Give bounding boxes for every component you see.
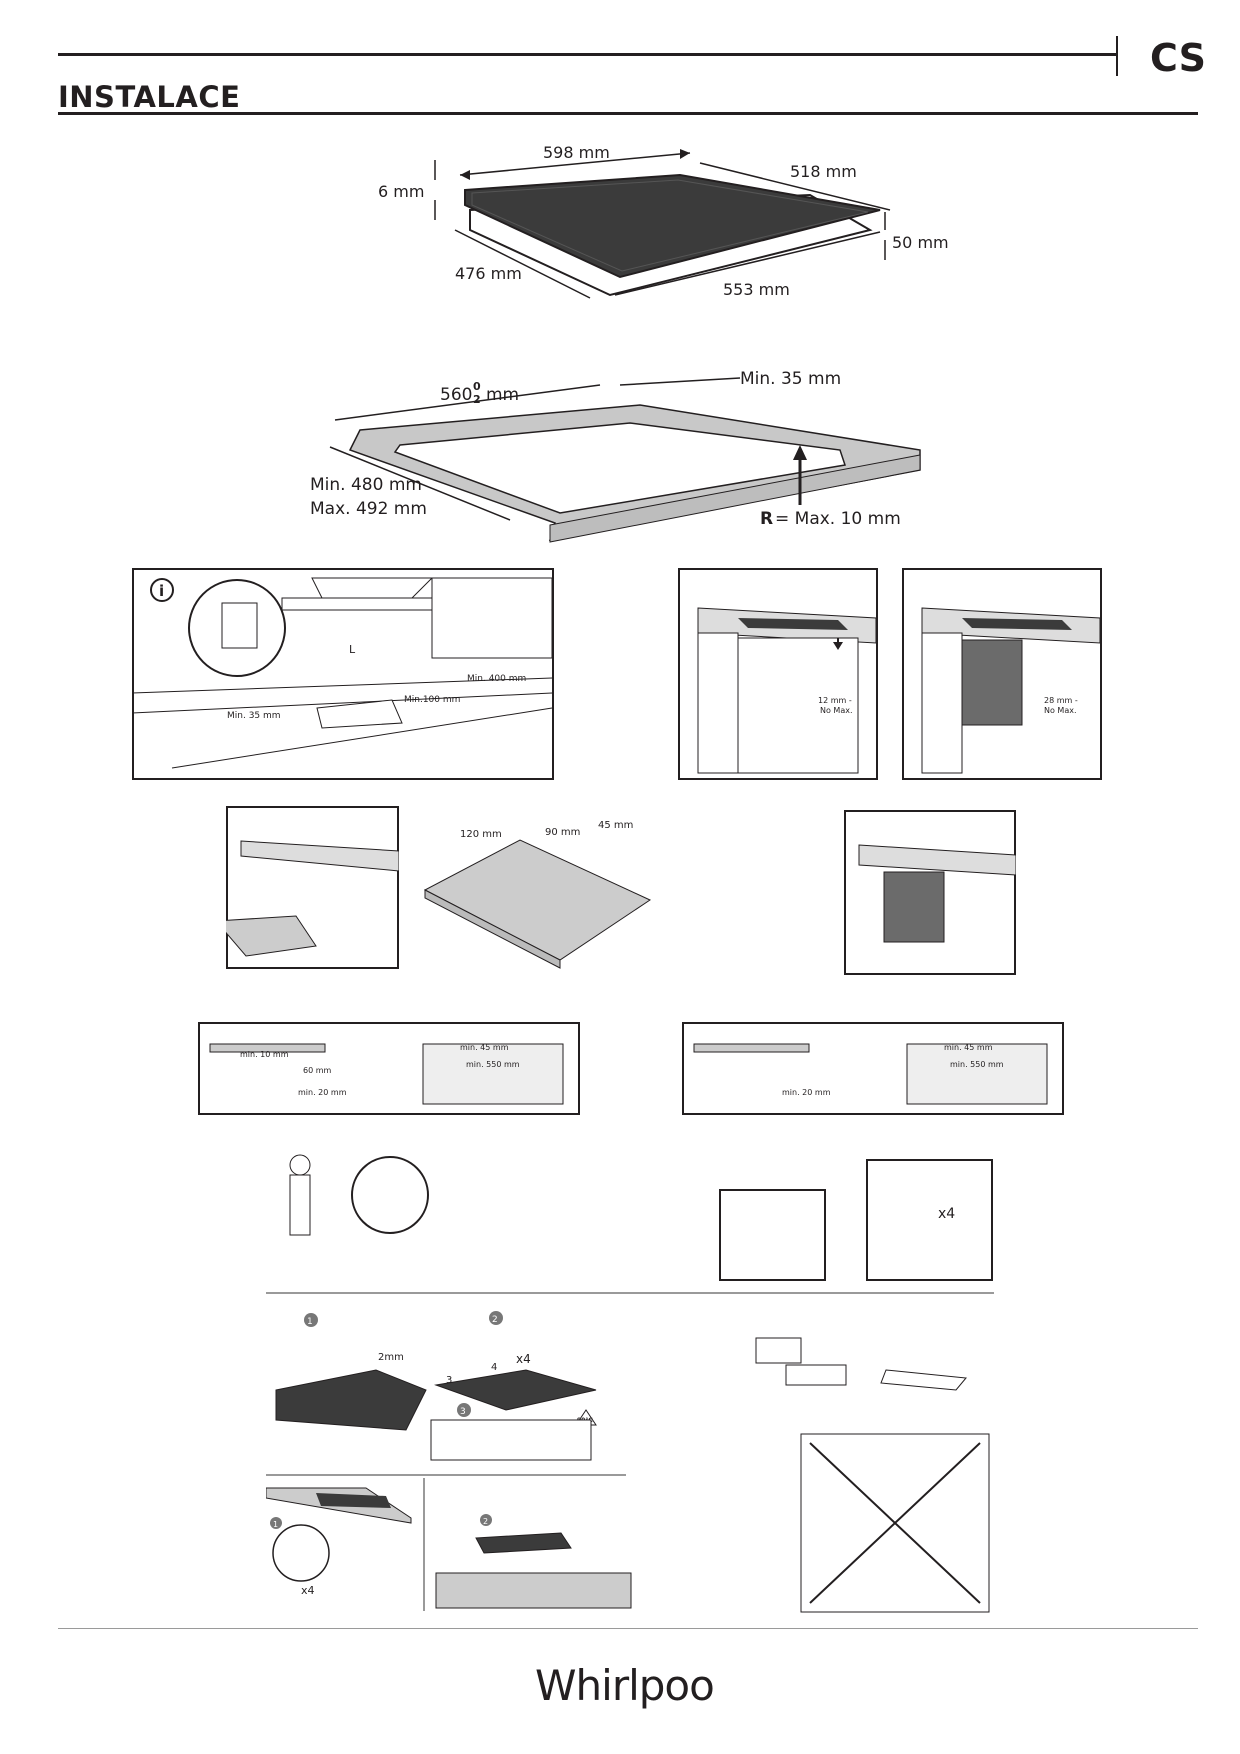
cutout-radius-letter: R [760, 509, 773, 529]
oven-gap-line1: 28 mm - [1044, 696, 1078, 705]
cutout-diagram: 560 0 2 mm Min. 35 mm Min. 480 mm Max. 4… [310, 369, 921, 543]
cut-90: 90 mm [545, 827, 580, 838]
oven-gap-line2: No Max. [1044, 706, 1077, 715]
cutout-tol-bottom: 2 [473, 393, 481, 406]
dim-553: 553 mm [723, 280, 790, 299]
removal-count: x4 [301, 1584, 315, 1597]
cabinet-slab-panel [226, 806, 399, 969]
whirlpool-logo: Whirlpool [535, 1661, 725, 1710]
cutout-radius-text: = Max. 10 mm [775, 509, 901, 529]
brand-logo-text: Whirlpool [535, 1661, 715, 1710]
sec-right-min45: min. 45 mm [944, 1043, 993, 1052]
hob-dimensions-diagram: 598 mm 518 mm 6 mm 50 mm 476 mm 553 mm [378, 143, 949, 299]
cut-45: 45 mm [598, 820, 633, 831]
inst-step2: 2 [492, 1315, 498, 1325]
sec-left-min20: min. 20 mm [298, 1088, 347, 1097]
inst-count: x4 [516, 1352, 531, 1366]
cut-120: 120 mm [460, 829, 502, 840]
brand-logo: Whirlpool [535, 1650, 725, 1720]
dim-6: 6 mm [378, 182, 424, 201]
hood-min-400: Min. 400 mm [467, 674, 526, 684]
cutout-width-value: 560 [440, 385, 472, 405]
header-top-rule [58, 53, 1118, 56]
inst-step3: 3 [460, 1407, 466, 1417]
rear-cut-diagram: 120 mm 90 mm 45 mm [423, 820, 652, 969]
section-right-panel: min. 20 mm min. 45 mm min. 550 mm [682, 1022, 1064, 1115]
inst-label3: 3 [446, 1375, 452, 1386]
section-divider-1 [266, 1292, 994, 1294]
hood-min-35: Min. 35 mm [227, 711, 281, 721]
cutout-depth-min: Min. 480 mm [310, 475, 422, 495]
sec-left-min10: min. 10 mm [240, 1050, 289, 1059]
language-code: CS [1150, 36, 1206, 80]
people-tools-illustrations: x4 [289, 1154, 993, 1281]
inst-gap: 2mm [378, 1352, 404, 1363]
dim-518: 518 mm [790, 162, 857, 181]
oven-cabinet-panel [844, 810, 1016, 975]
section-left-panel: min. 10 mm 60 mm min. 20 mm min. 45 mm m… [198, 1022, 580, 1115]
installation-steps: 1 2mm 2 x4 3 4 90°C 3 [275, 1311, 967, 1461]
inst-step1: 1 [307, 1317, 313, 1327]
sec-right-min550: min. 550 mm [950, 1060, 1004, 1069]
sec-left-min45: min. 45 mm [460, 1043, 509, 1052]
hood-letter-l: L [349, 643, 356, 656]
header-divider [1116, 36, 1118, 76]
sec-right-min20: min. 20 mm [782, 1088, 831, 1097]
removal-step2: 2 [483, 1517, 488, 1526]
oven-gap-panel: 28 mm - No Max. [902, 568, 1102, 780]
dim-476: 476 mm [455, 264, 522, 283]
drawer-gap-line1: 12 mm - [818, 696, 852, 705]
inst-label4: 4 [491, 1362, 497, 1373]
cutout-depth-max: Max. 492 mm [310, 499, 427, 519]
sec-left-60: 60 mm [303, 1066, 332, 1075]
header-bottom-rule [58, 112, 1198, 115]
removal-steps: 1 x4 2 [266, 1478, 632, 1611]
info-icon: i [159, 582, 164, 600]
cutout-min-edge: Min. 35 mm [740, 369, 841, 389]
hood-min-100: Min.100 mm [404, 695, 460, 705]
cutout-width-unit: mm [486, 385, 519, 405]
sec-left-min550: min. 550 mm [466, 1060, 520, 1069]
electrical-warning-panel [800, 1433, 990, 1613]
dim-598: 598 mm [543, 143, 610, 162]
removal-step1: 1 [273, 1520, 278, 1529]
footer-rule [58, 1628, 1198, 1629]
page-title: INSTALACE [58, 80, 241, 114]
accessory-count: x4 [938, 1206, 955, 1222]
drawer-gap-panel: 12 mm - No Max. [678, 568, 878, 780]
cutout-tol-top: 0 [473, 380, 481, 393]
hood-clearance-panel: i L Min. 400 mm Min.100 mm Min. 35 mm [132, 568, 554, 780]
drawer-gap-line2: No Max. [820, 706, 853, 715]
dim-50: 50 mm [892, 233, 949, 252]
section-divider-2 [266, 1474, 626, 1476]
